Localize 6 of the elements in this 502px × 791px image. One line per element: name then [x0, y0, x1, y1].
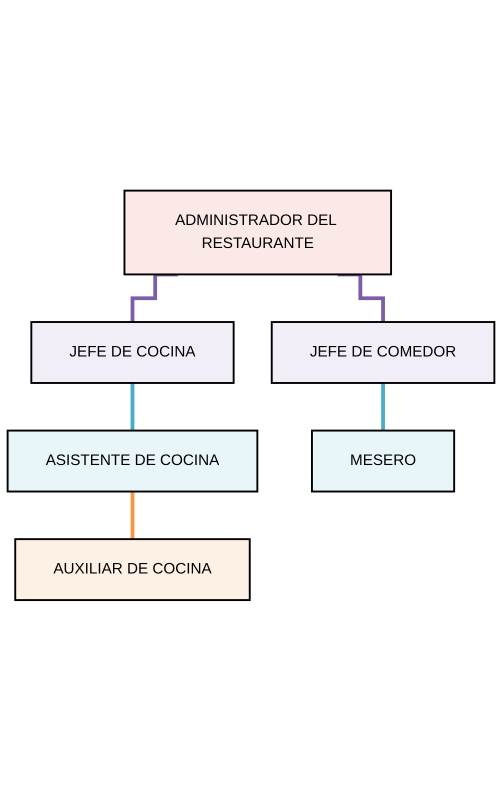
node-box: ADMINISTRADOR DEL RESTAURANTE	[124, 190, 392, 276]
node-box: AUXILIAR DE COCINA	[14, 538, 251, 602]
node-box: ASISTENTE DE COCINA	[6, 430, 258, 493]
node-box: JEFE DE COMEDOR	[270, 321, 496, 384]
node-box: JEFE DE COCINA	[30, 321, 235, 384]
node-box: MESERO	[311, 430, 456, 493]
